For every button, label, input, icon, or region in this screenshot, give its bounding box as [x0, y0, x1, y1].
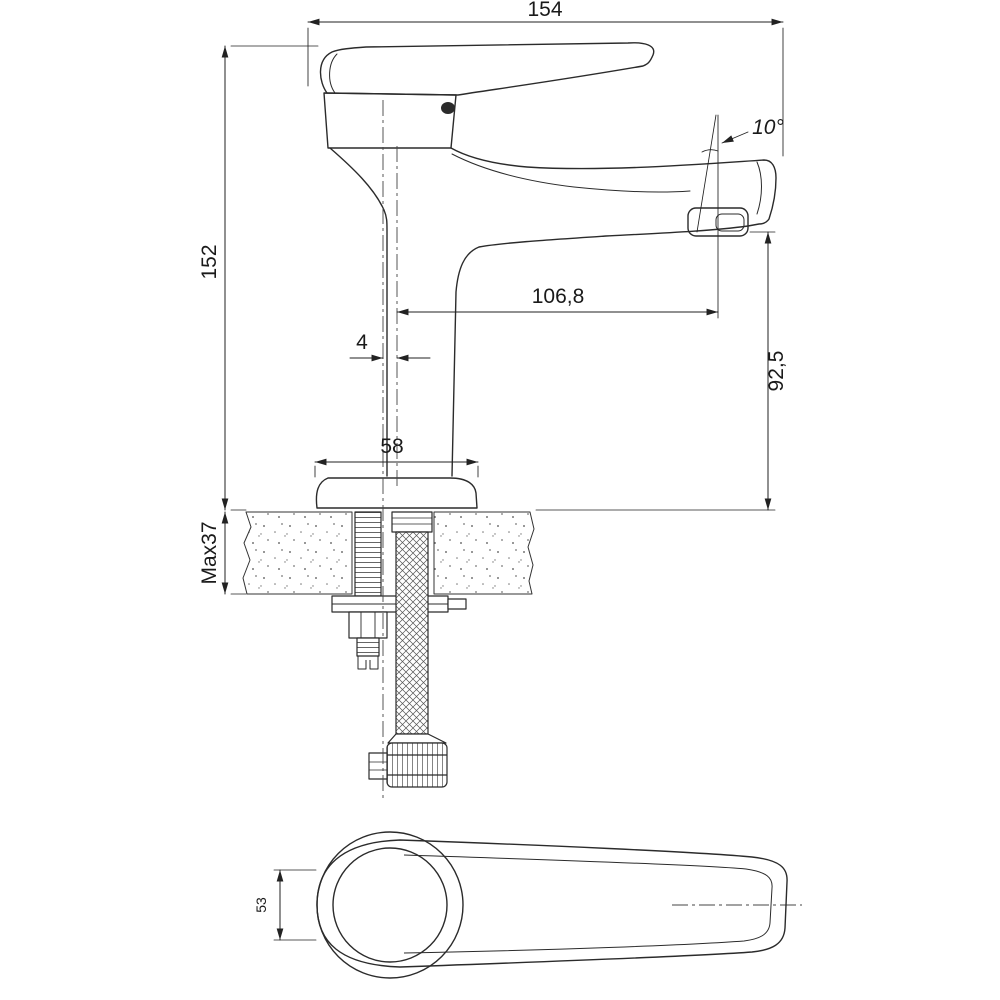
handle-lever	[319, 42, 655, 96]
hose-braid	[395, 531, 429, 735]
label-handle-width: 53	[253, 897, 269, 913]
label-max-thickness: Max37	[198, 521, 221, 584]
dimension-lines	[221, 18, 784, 941]
handle-screw-dot	[441, 102, 455, 114]
aerator-inner	[715, 213, 745, 232]
handle-base	[323, 92, 457, 149]
centerlines	[382, 100, 802, 906]
lever-top-view-outline	[316, 839, 788, 968]
angle-leader-line	[721, 131, 749, 144]
countertop-right-section	[433, 511, 535, 595]
base-inner-circle	[332, 847, 448, 963]
washer-tab	[447, 598, 467, 610]
hose-top-fitting	[391, 511, 433, 533]
lever-top-view-inner-line	[403, 854, 773, 954]
hose-end-nut	[386, 742, 448, 788]
top-view	[316, 831, 788, 979]
handle-pivot-curve	[329, 53, 338, 94]
dimension-labels: 154 152 10° 106,8 4 92,5 58 Max37 53	[198, 0, 788, 913]
angle-tilted-line	[696, 114, 717, 233]
body-left-edge	[329, 147, 388, 477]
mounting-nut	[348, 611, 388, 639]
base-outer-circle	[316, 831, 464, 979]
body-spout-outline	[450, 147, 777, 477]
label-outlet-height: 92,5	[765, 351, 788, 392]
label-total-height: 152	[198, 244, 221, 279]
rod-fork-end	[357, 656, 379, 670]
spout-contour-line	[451, 153, 691, 193]
supply-hose	[368, 511, 448, 788]
threaded-shank	[354, 511, 382, 597]
label-spout-reach: 106,8	[532, 285, 585, 308]
label-base-width: 58	[380, 435, 403, 458]
label-total-length: 154	[527, 0, 562, 21]
spout-tip-inner-line	[756, 161, 762, 215]
countertop	[242, 511, 535, 595]
side-view	[315, 42, 777, 509]
hose-taper	[387, 733, 447, 744]
base-flange	[315, 477, 478, 509]
hose-nut-tab	[368, 752, 388, 780]
label-spout-angle: 10°	[752, 116, 784, 139]
rod-lower-thread	[356, 637, 380, 657]
label-axis-offset: 4	[356, 331, 368, 354]
angle-arc	[701, 149, 719, 153]
countertop-left-section	[242, 511, 353, 595]
